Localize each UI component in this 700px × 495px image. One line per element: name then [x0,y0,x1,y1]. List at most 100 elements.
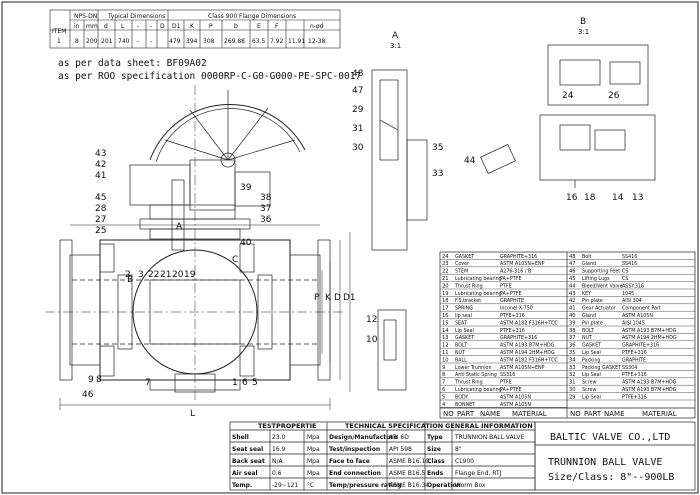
left-row-7-col-1: SPRING [455,306,473,312]
col-dash2: - [150,23,152,30]
callout-44: 44 [464,156,476,166]
spec-row-1-cell-6: 8" [455,446,462,453]
item-label: ITEM [52,28,66,35]
left-row-1-col-2: ASTM A105N+ENP [500,261,545,267]
callout-28: 28 [95,204,107,214]
left-row-6-col-1: F.S.bracket [455,298,481,304]
left-row-13-col-1: NUT [455,350,465,356]
right-row-0-col-1: Bolt [582,254,592,260]
spec-row-3-cell-3: End connection [329,470,381,477]
callout-16: 16 [566,193,578,203]
view-a-label: A [392,31,399,41]
right-row-11-col-2: ASTM A194 2HM+HDG [622,335,677,341]
right-row-4-col-0: 44 [569,283,576,289]
callout-21: 21 [160,270,171,280]
left-row-18-col-0: 6 [442,387,445,393]
callout-29: 29 [352,105,364,115]
right-row-13-col-1: Lip Seal [582,350,601,356]
col-F: F [275,23,279,30]
left-row-13-col-2: ASTM A194 2HM+HDG [500,350,555,356]
right-row-2-col-2: CS [622,269,628,275]
left-row-17-col-1: Thrust Ring [454,380,483,386]
row-P: 269.88 [224,38,245,45]
right-row-1-col-0: 47 [569,261,576,267]
left-row-13-col-0: 11 [442,350,449,356]
callout-35: 35 [432,143,443,153]
spec-row-3-cell-2: Mpa [307,470,320,477]
callout-13: 13 [632,193,643,203]
left-row-5-col-0: 19 [442,291,449,297]
callout-3: 3 [138,270,144,280]
left-row-19-col-2: ASTM A105N [500,394,531,400]
left-row-1-col-0: 23 [442,261,449,267]
spec-row-0-cell-3: Design/Manufacture [329,434,397,441]
spec-row-2-cell-0: Back seat [232,458,265,465]
detail-small-view [377,309,407,391]
dim-b: B [127,275,133,285]
left-row-10-col-2: PTFE+316 [500,328,525,334]
right-row-15-col-0: 33 [569,365,576,371]
spec-row-2-cell-1: N/A [272,458,284,465]
left-row-20-col-0: 4 [442,402,446,408]
right-row-8-col-1: Gland [582,313,596,319]
spec-row-3-cell-4: ASME B16.5 [389,470,425,477]
left-row-8-col-1: lip seal [455,313,472,319]
col-b: b [234,23,238,30]
detail-b-view [547,44,649,106]
left-row-2-col-2: A276-316 / B [500,269,531,275]
spec-row-1-cell-4: API 598 [389,446,412,453]
dim-a: A [176,222,183,232]
callout-19: 19 [184,270,196,280]
right-row-16-col-2: PTFE+316 [622,372,647,378]
callout-41: 41 [95,171,106,181]
right-row-15-col-2: SS304 [622,365,637,371]
left-row-4-col-2: PTFE [500,283,512,289]
left-row-11-col-2: GRAPHITE+316 [500,335,537,341]
right-row-19-col-0: 29 [569,394,576,400]
left-row-15-col-2: ASTM A105N+ENP [500,365,545,371]
left-row-15-col-0: 9 [442,365,445,371]
right-row-16-col-0: 32 [569,372,576,378]
valve-section-view [45,85,351,410]
right-row-3-col-1: Lifting Lugs [582,276,610,282]
row-dash2: - [150,38,152,45]
callout-48: 48 [352,69,364,79]
footer-name-right: NAME [604,410,625,418]
right-row-15-col-1: Packing GASKET [582,365,621,371]
left-row-17-col-2: PTFE [500,380,512,386]
footer-material-left: MATERIAL [512,410,547,418]
left-row-3-col-2: PA+PTFE [500,276,522,282]
right-row-13-col-2: PTFE+316 [622,350,647,356]
right-row-17-col-0: 31 [569,380,576,386]
right-row-14-col-2: GRAPHITE [622,357,646,363]
dim-d: D [334,293,341,303]
left-row-16-col-0: 8 [442,372,445,378]
callout-36: 36 [260,215,272,225]
right-row-6-col-0: 42 [569,298,576,304]
right-row-19-col-1: Lip Seal [582,394,601,400]
right-row-6-col-2: AISI 304 [622,298,642,304]
callout-14: 14 [612,193,624,203]
right-row-18-col-0: 30 [569,387,576,393]
left-row-2-col-1: STEM [455,269,468,275]
title-block [534,421,696,491]
right-row-14-col-1: Packing [582,357,600,363]
right-row-8-col-0: 40 [569,313,576,319]
dim-d1: D1 [343,293,356,303]
left-row-0-col-2: GRAPHITE+316 [500,254,537,260]
spec-row-0-cell-5: Type [427,434,443,441]
spec-row-0-cell-4: API 6D [389,434,409,441]
left-row-5-col-1: Lubricating bearing [455,291,502,297]
callout-20: 20 [172,270,184,280]
left-row-20-col-2: ASTM A105N [500,402,531,408]
col-mm: mm [86,23,98,30]
flange-group-label: Class 900 Flange Dimensions [208,13,296,20]
right-row-12-col-0: 36 [569,343,576,349]
right-row-16-col-1: Lip Seal [582,372,601,378]
callout-43: 43 [95,149,106,159]
col-D: D [160,23,165,30]
col-E: E [257,23,261,30]
right-row-12-col-2: GRAPHITE+316 [622,343,659,349]
spec-row-4-cell-2: °C [307,482,314,489]
